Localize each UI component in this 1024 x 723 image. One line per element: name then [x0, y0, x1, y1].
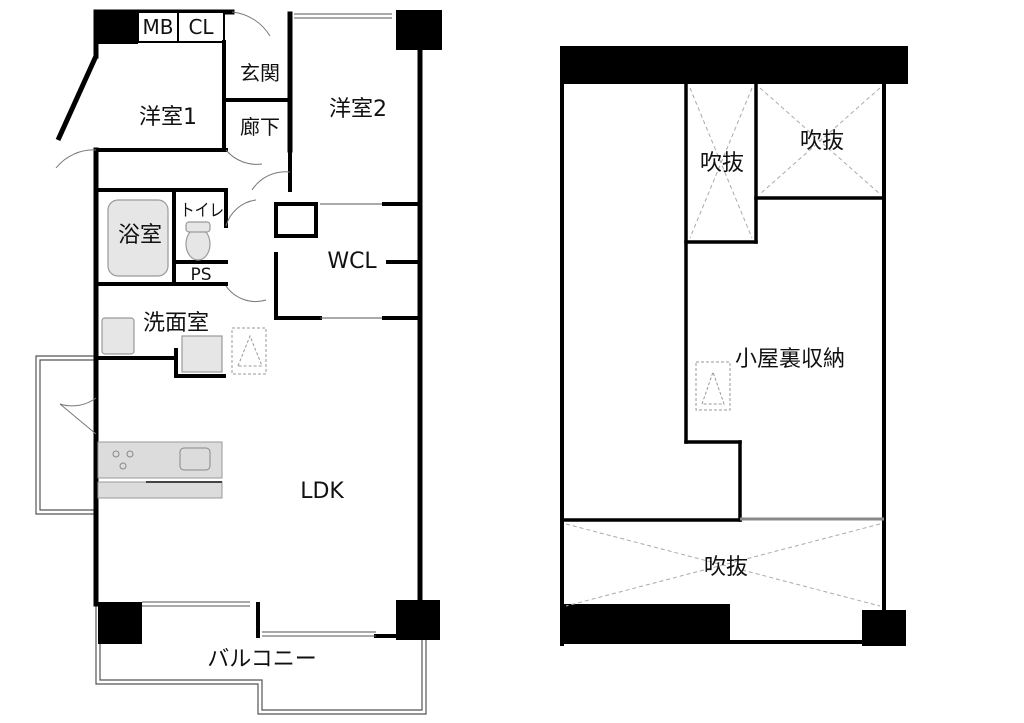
- room-label-ldk: LDK: [300, 479, 344, 504]
- room-label-cl: CL: [188, 15, 214, 39]
- storage-marker: [231, 327, 267, 375]
- room-label-fukinuke-small: 吹抜: [700, 151, 744, 176]
- meter-box-closet: [137, 11, 225, 43]
- room-label-wcl: WCL: [327, 249, 377, 274]
- washroom-fixtures: [101, 317, 223, 373]
- upper-top-beam: [560, 46, 908, 84]
- balcony-railing: [95, 604, 427, 715]
- room-label-ps: PS: [190, 265, 211, 285]
- upper-bottom-column: [862, 610, 906, 646]
- room-label-senmenshitsu: 洗面室: [143, 311, 209, 336]
- upper-outer-walls: [560, 82, 886, 646]
- interior-walls: [94, 40, 422, 638]
- upper-interior-walls: [560, 82, 886, 522]
- bathtub-fixture: [107, 199, 169, 277]
- room-label-balcony: バルコニー: [207, 647, 317, 672]
- room-label-fukinuke-bottom: 吹抜: [704, 555, 748, 580]
- void-crosses: [565, 87, 881, 607]
- side-balcony-railing: [35, 355, 96, 515]
- room-label-youshitsu2: 洋室2: [329, 97, 387, 122]
- lower-floor-plan: MB CL 玄関 洋室1 洋室2 廊下 トイレ 浴室 PS WCL 洗面室 LD…: [35, 9, 442, 715]
- structural-columns: [94, 10, 442, 644]
- upper-floor-plan: 吹抜 吹抜 小屋裏収納 吹抜: [560, 46, 908, 646]
- sliding-openings: [142, 13, 392, 637]
- room-label-yokushitsu: 浴室: [118, 223, 162, 248]
- upper-floor-labels: 吹抜 吹抜 小屋裏収納 吹抜: [700, 129, 845, 580]
- room-label-genkan: 玄関: [240, 61, 280, 85]
- kitchen-counter: [97, 441, 223, 499]
- room-label-koyaura: 小屋裏収納: [735, 347, 845, 372]
- toilet-fixture: [185, 221, 211, 261]
- room-label-fukinuke-right: 吹抜: [800, 129, 844, 154]
- lower-floor-labels: MB CL 玄関 洋室1 洋室2 廊下 トイレ 浴室 PS WCL 洗面室 LD…: [118, 15, 387, 672]
- door-swings: [59, 11, 291, 435]
- room-label-mb: MB: [143, 15, 174, 39]
- attic-ladder-marker: [695, 361, 731, 411]
- room-label-youshitsu1: 洋室1: [139, 105, 197, 130]
- side-door: [55, 54, 99, 169]
- room-label-rouka: 廊下: [240, 115, 280, 139]
- upper-bottom-beam: [560, 604, 730, 644]
- room-label-toilet: トイレ: [180, 201, 224, 221]
